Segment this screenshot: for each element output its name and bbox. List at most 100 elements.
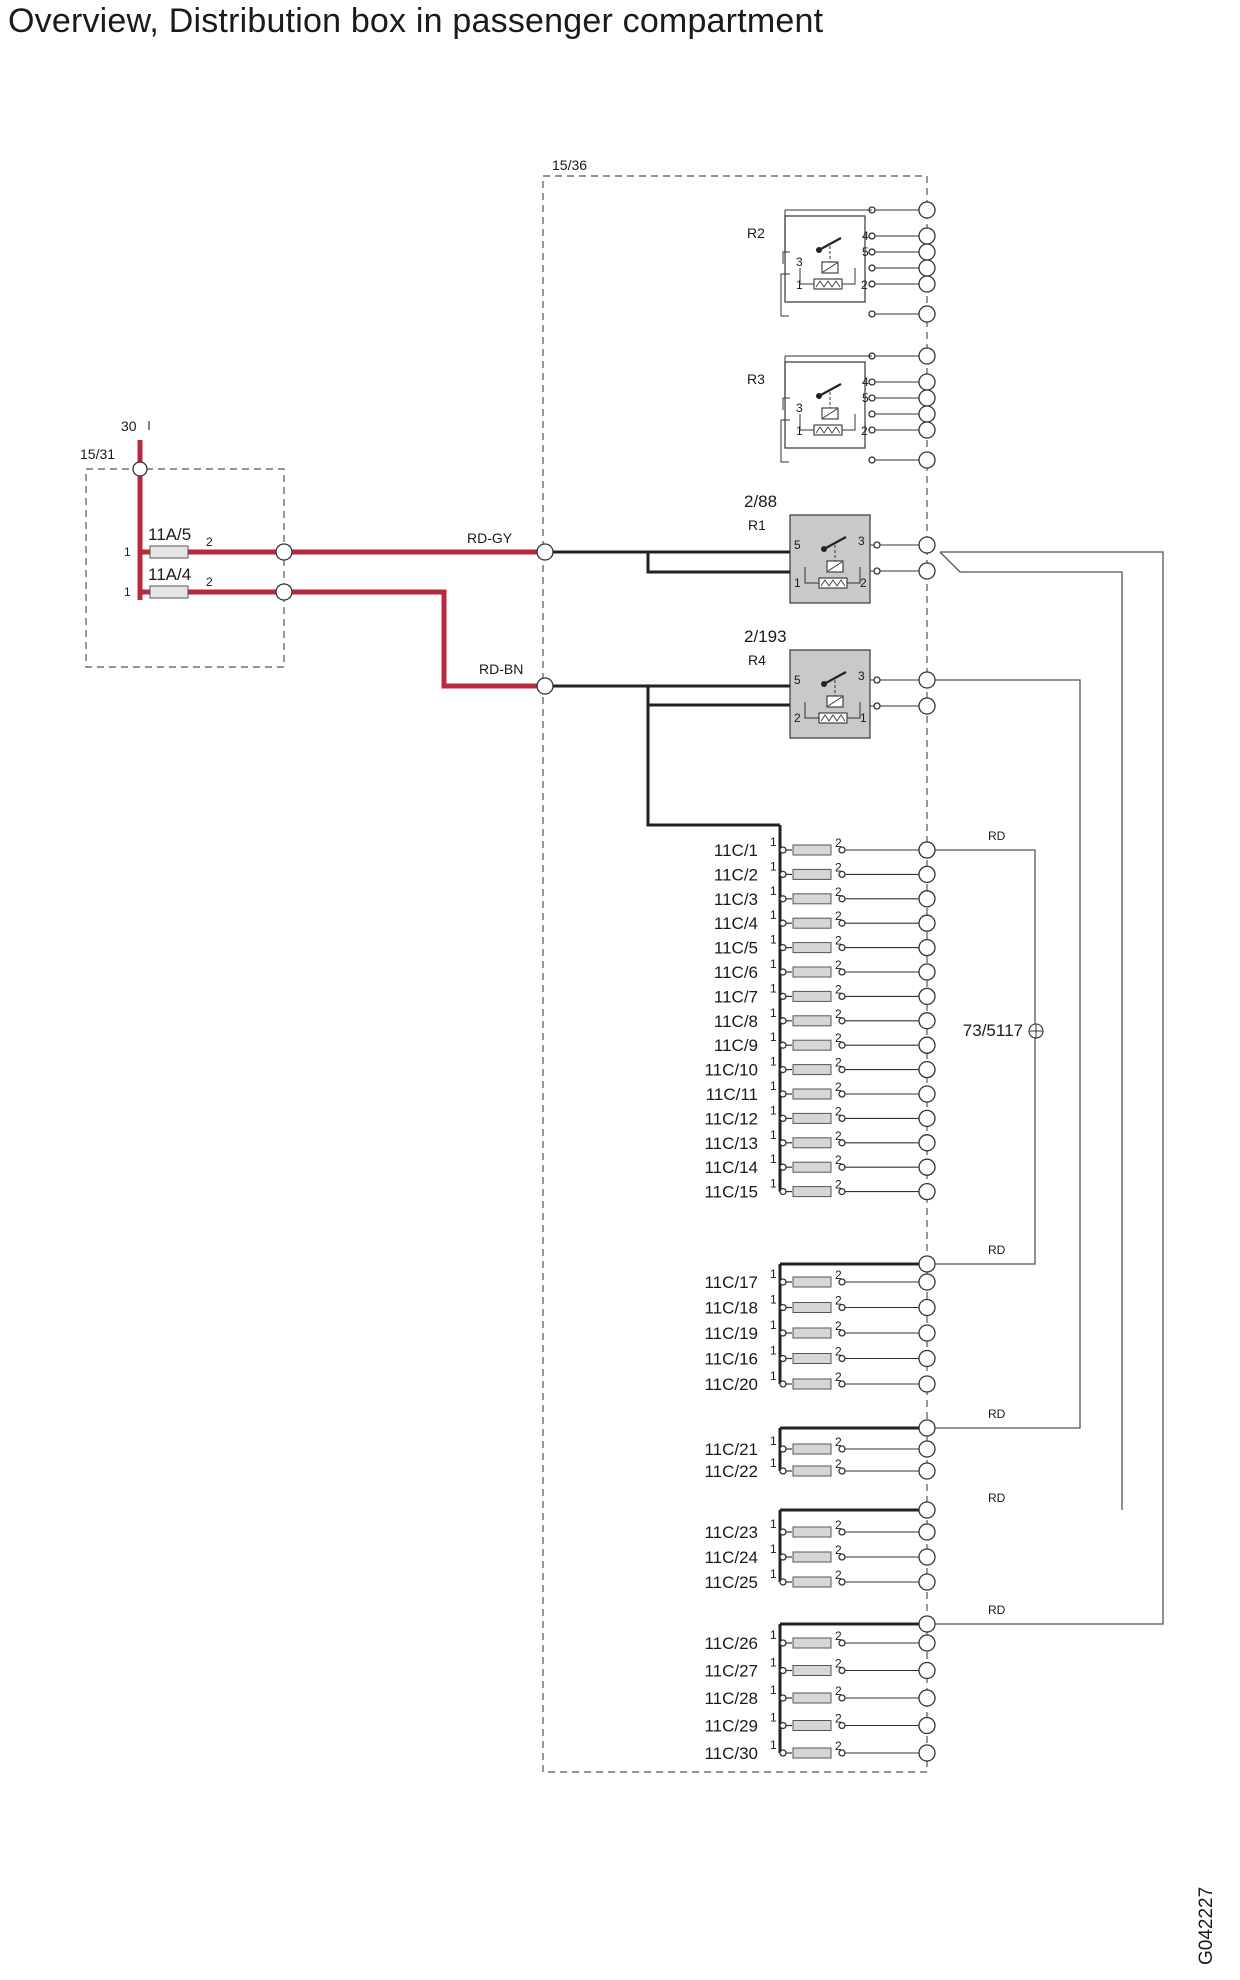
fuse-label: 11C/29 — [704, 1717, 758, 1736]
relay-r3-pin2: 2 — [861, 424, 868, 438]
fuse-pin-in: 1 — [770, 1318, 777, 1332]
fuse-connector — [918, 1573, 936, 1591]
fuse-pin-in: 1 — [770, 933, 777, 947]
relay-r4-terminal — [873, 702, 881, 710]
fuse-label: 11C/1 — [714, 841, 758, 860]
fuse-pin-out: 2 — [835, 1457, 842, 1471]
fuse-pin-out: 2 — [835, 1712, 842, 1726]
fuse-pin-out: 2 — [835, 1319, 842, 1333]
fuse-label: 11C/12 — [704, 1109, 758, 1128]
fuse-group-feed-connector — [918, 1615, 936, 1633]
fuse-connector — [918, 1273, 936, 1291]
fuse-terminal-in — [779, 1445, 787, 1453]
fuse-label: 11C/14 — [704, 1158, 758, 1177]
relay-r1-pin-a: 5 — [794, 538, 801, 552]
fuse-label: 11C/15 — [704, 1183, 758, 1202]
fuse-label: 11C/28 — [704, 1689, 758, 1708]
fuse-terminal-out — [838, 1017, 846, 1025]
relay-r3-pin1: 1 — [796, 424, 803, 438]
relay-r3-pin4: 4 — [862, 375, 869, 389]
fuse-pin-in: 1 — [770, 1293, 777, 1307]
fuse-label: 11C/9 — [714, 1036, 758, 1055]
fuse-body — [792, 844, 832, 856]
fuse-pin-in: 1 — [770, 1434, 777, 1448]
wire-label-rd-2: RD — [988, 1243, 1006, 1257]
fuse-terminal-in — [779, 895, 787, 903]
fuse-pin-in: 1 — [770, 1128, 777, 1142]
fuse-connector — [918, 1523, 936, 1541]
relay-r2-wire-l — [799, 268, 814, 285]
relay-r2-connector — [918, 305, 936, 323]
fuse-connector — [918, 1462, 936, 1480]
fuse-label: 11C/7 — [714, 987, 758, 1006]
fuse-pin-in: 1 — [770, 1542, 777, 1556]
rd-bn-to-r4-coil — [646, 686, 790, 707]
relay-r1-terminal — [873, 567, 881, 575]
relay-r2-terminal — [868, 310, 876, 318]
relay-r1-pin-d: 2 — [860, 576, 867, 590]
wire-label-rd-1: RD — [988, 829, 1006, 843]
central-box-input-0 — [536, 543, 554, 561]
fuse-label-0: 11A/5 — [148, 525, 191, 544]
fuse-terminal-in — [779, 870, 787, 879]
fuse-terminal-out — [838, 1329, 846, 1337]
fuse-connector — [918, 1060, 936, 1079]
fuse-connector — [918, 1036, 936, 1054]
fuse-pin-in: 1 — [770, 908, 777, 922]
fuse-terminal-out — [838, 919, 846, 927]
relay-r1-label: R1 — [748, 517, 766, 533]
relay-r2-terminal — [868, 264, 876, 272]
relay-r4-diode-zig — [820, 714, 846, 722]
relay-r2-wire-r — [842, 268, 856, 285]
relay-r3-connector — [918, 347, 936, 365]
fuse-terminal-out — [838, 1278, 846, 1286]
fuse-group-feed-connector — [918, 1255, 936, 1273]
fuse-pin-in: 1 — [770, 884, 777, 898]
relay-r4 — [789, 649, 871, 739]
relay-r2-hook — [782, 251, 790, 264]
relay-r2-pin5: 5 — [862, 245, 869, 259]
fuse-connector — [918, 1012, 936, 1030]
page-title: Overview, Distribution box in passenger … — [8, 2, 824, 40]
fuse-terminal-out — [838, 1065, 846, 1074]
fuse-group-1 — [778, 825, 919, 1198]
relay-r3-diode-zig — [815, 426, 841, 434]
fuse-pin-in: 1 — [770, 1079, 777, 1093]
fuse-connector — [918, 987, 936, 1006]
fuse-connector — [918, 1298, 936, 1317]
relay-r4-pin-b: 3 — [858, 669, 865, 683]
relay-r3-terminal — [868, 410, 876, 418]
fuse-body — [792, 1665, 832, 1676]
fuse-pin-out: 2 — [835, 1518, 842, 1532]
fuse-label: 11C/8 — [714, 1012, 758, 1031]
fuse-pin-out: 2 — [835, 1007, 842, 1021]
fuse-connector — [918, 1661, 936, 1680]
relay-r2 — [784, 215, 866, 303]
fuse-pin-out: 2 — [835, 1568, 842, 1582]
fuse-terminal-in — [779, 992, 787, 1001]
fuse-body — [792, 990, 832, 1002]
fuse-body — [792, 1276, 832, 1288]
relay-r4-pin-c: 2 — [794, 711, 801, 725]
terminal-30-label: 30 — [121, 418, 137, 434]
fuse-body — [792, 1526, 832, 1538]
fuse-terminal-out — [838, 846, 846, 854]
fuse-connector — [918, 1634, 936, 1652]
fuse-connector — [918, 1085, 936, 1103]
relay-r1-connector — [918, 536, 936, 554]
fuse-pin-in: 1 — [770, 1344, 777, 1358]
relay-r3-loop — [780, 419, 790, 463]
fuse-pin-in: 1 — [770, 1369, 777, 1383]
fuse-pin-out: 2 — [835, 1629, 842, 1643]
fuse-box-15-31 — [85, 468, 285, 668]
relay-r2-coil-diag — [822, 262, 838, 273]
fuse-body — [792, 1064, 832, 1076]
fuse-pin-in: 1 — [770, 1683, 777, 1697]
relay-r1 — [789, 514, 871, 604]
fuse-pin-out-0: 2 — [206, 535, 213, 549]
fuse-pin-in: 1 — [770, 1628, 777, 1642]
fuse-pin-out: 2 — [835, 1739, 842, 1753]
relay-r2-connector — [918, 227, 936, 245]
fuse-label: 11C/11 — [706, 1085, 758, 1104]
